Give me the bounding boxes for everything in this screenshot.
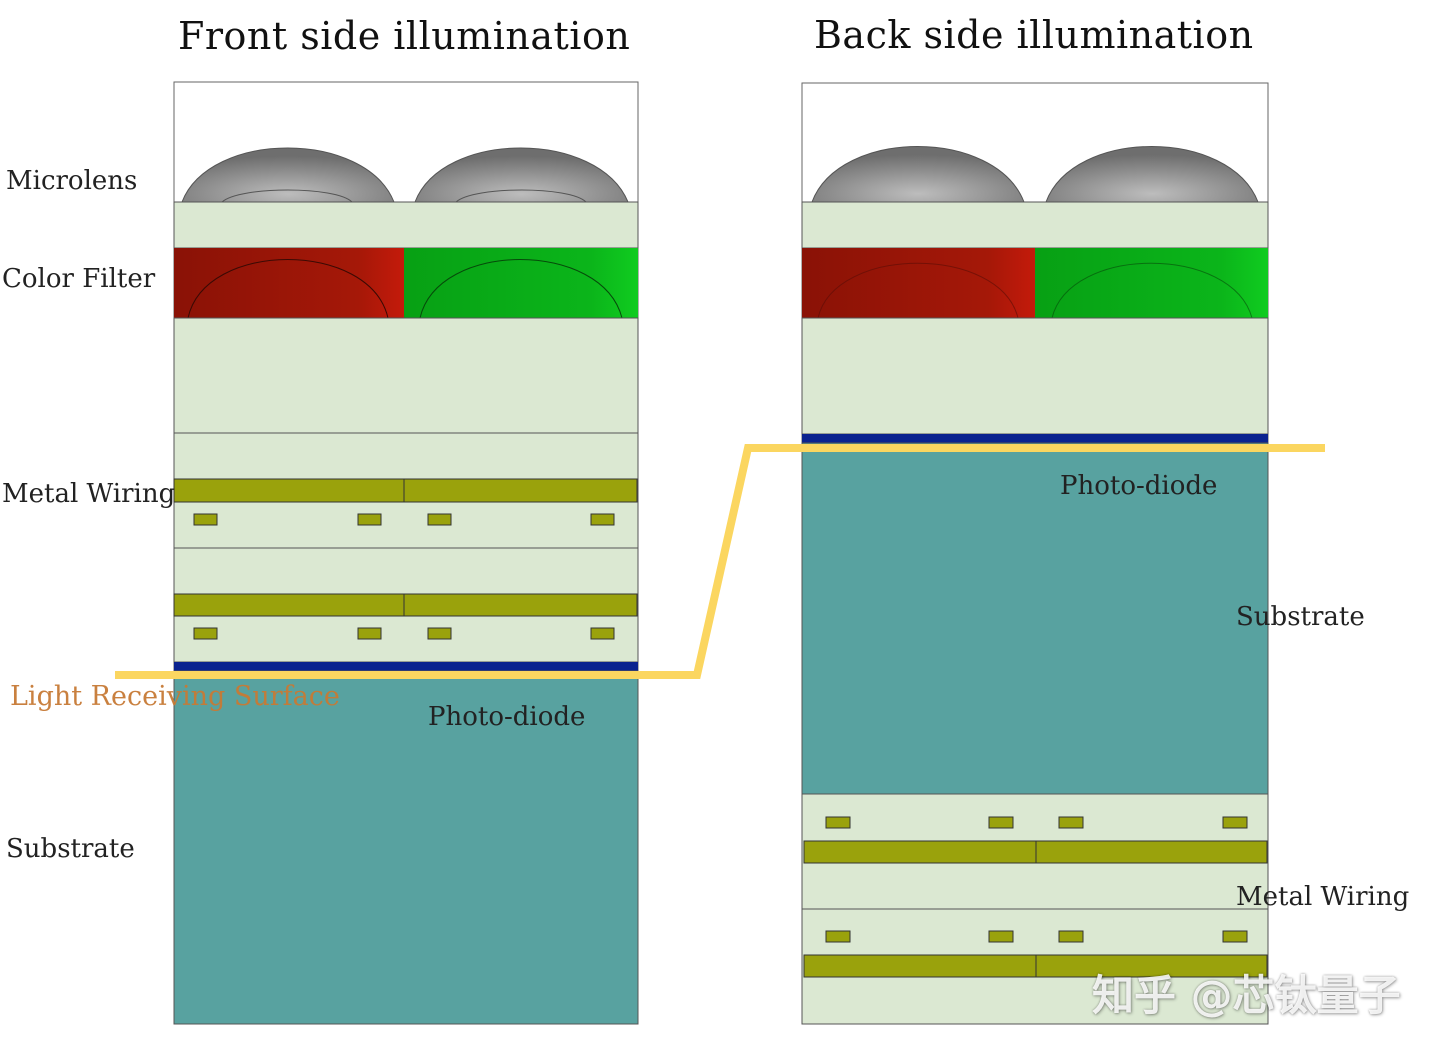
front-metal-bar — [173, 593, 405, 617]
back-side-stack — [801, 82, 1269, 1025]
front-side-stack — [173, 81, 639, 1025]
label-front-photo-diode: Photo-diode — [428, 702, 586, 732]
front-metal-bar — [403, 593, 638, 617]
back-microlens-left — [811, 146, 1025, 203]
front-metal-bar — [403, 478, 638, 503]
back-metal-bar — [803, 840, 1037, 864]
label-color-filter: Color Filter — [2, 264, 156, 294]
front-microlens-right — [414, 147, 629, 203]
back-title: Back side illumination — [814, 13, 1254, 57]
back-metal-bar — [803, 954, 1037, 978]
front-title: Front side illumination — [178, 14, 631, 58]
back-metal-bar — [1035, 954, 1268, 978]
light-receiving-surface-line — [115, 444, 1325, 679]
back-red-filter — [802, 248, 1035, 318]
label-back-substrate: Substrate — [1236, 602, 1365, 632]
label-back-photo-diode: Photo-diode — [1060, 471, 1218, 501]
label-front-substrate: Substrate — [6, 834, 135, 864]
back-metal-bar — [1035, 840, 1268, 864]
watermark: 知乎 @芯钛量子 — [1092, 971, 1401, 1020]
label-light-receiving-surface: Light Receiving Surface — [10, 681, 340, 712]
back-substrate — [801, 442, 1269, 795]
back-blue-layer — [802, 434, 1268, 443]
front-substrate — [173, 670, 639, 1025]
front-planarization-layer — [173, 201, 639, 249]
back-microlens-right — [1045, 146, 1259, 203]
label-microlens: Microlens — [6, 166, 138, 196]
front-red-filter — [174, 248, 404, 318]
label-front-metal-wiring: Metal Wiring — [2, 479, 176, 509]
front-blue-layer — [174, 662, 638, 671]
front-microlens-left — [181, 147, 395, 203]
label-back-metal-wiring: Metal Wiring — [1236, 882, 1410, 912]
back-green-filter — [1035, 248, 1268, 318]
front-green-filter — [404, 248, 638, 318]
front-metal-bar — [173, 478, 405, 503]
